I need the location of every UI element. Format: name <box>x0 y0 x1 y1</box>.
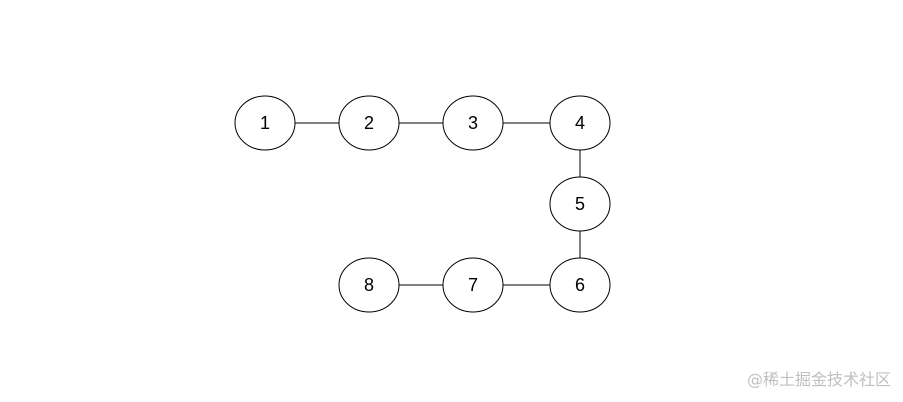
node-6: 6 <box>549 257 611 313</box>
node-ellipse <box>234 95 296 151</box>
node-label: 5 <box>575 194 585 214</box>
node-5: 5 <box>549 176 611 232</box>
node-label: 8 <box>364 275 374 295</box>
node-ellipse <box>549 257 611 313</box>
node-1: 1 <box>234 95 296 151</box>
node-ellipse <box>549 176 611 232</box>
node-label: 7 <box>468 275 478 295</box>
node-ellipse <box>338 257 400 313</box>
node-label: 3 <box>468 113 478 133</box>
node-ellipse <box>338 95 400 151</box>
node-ellipse <box>442 95 504 151</box>
node-ellipse <box>549 95 611 151</box>
node-8: 8 <box>338 257 400 313</box>
node-label: 6 <box>575 275 585 295</box>
node-ellipse <box>442 257 504 313</box>
nodes: 1 2 3 4 5 6 7 8 <box>234 95 611 313</box>
node-label: 1 <box>260 113 270 133</box>
node-3: 3 <box>442 95 504 151</box>
node-4: 4 <box>549 95 611 151</box>
node-7: 7 <box>442 257 504 313</box>
node-label: 4 <box>575 113 585 133</box>
node-label: 2 <box>364 113 374 133</box>
edges <box>265 122 581 286</box>
node-2: 2 <box>338 95 400 151</box>
watermark: @稀土掘金技术社区 <box>746 370 891 389</box>
